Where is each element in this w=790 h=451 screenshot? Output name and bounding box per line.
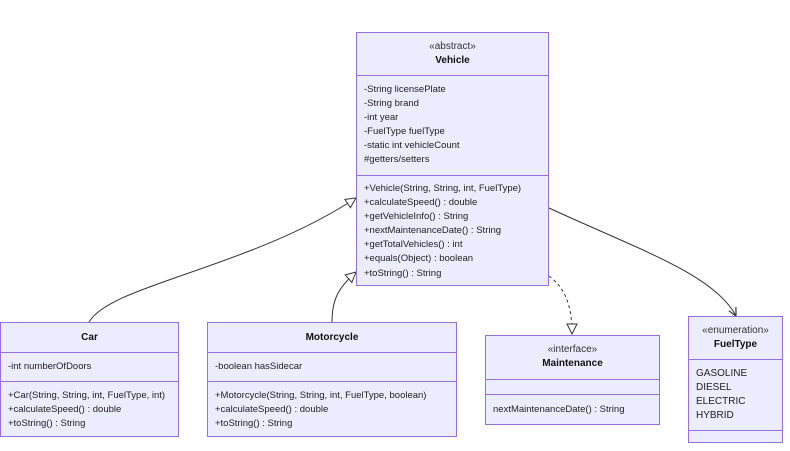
vehicle-maintenance-realization-edge [548, 275, 572, 334]
enum-value: GASOLINE [696, 368, 748, 379]
attribute: -boolean hasSidecar [215, 361, 303, 372]
method: +nextMaintenanceDate() : String [364, 225, 502, 237]
method: +calculateSpeed() : double [215, 404, 329, 416]
vehicle-stereotype: «abstract» [429, 41, 476, 52]
attribute: -int numberOfDoors [8, 361, 92, 372]
maintenance-interface-name: Maintenance [542, 358, 603, 369]
method: +Motorcycle(String, String, int, FuelTyp… [215, 390, 427, 401]
enum-value: HYBRID [696, 410, 734, 422]
method: +getVehicleInfo() : String [364, 211, 469, 223]
maintenance-methods: nextMaintenanceDate() : String [486, 394, 659, 417]
method: +toString() : String [8, 418, 86, 430]
car-methods: +Car(String, String, int, FuelType, int)… [1, 381, 178, 431]
car-vehicle-inheritance-edge [88, 198, 356, 323]
method: +equals(Object) : boolean [364, 253, 474, 265]
maintenance-attributes [486, 379, 659, 394]
fueltype-enumeration[interactable]: «enumeration» FuelType GASOLINE DIESEL E… [688, 316, 783, 443]
enum-value: ELECTRIC [696, 396, 746, 408]
vehicle-fueltype-association-edge [548, 207, 736, 316]
fueltype-enumeration-name: FuelType [713, 339, 758, 350]
method: +calculateSpeed() : double [8, 404, 122, 416]
maintenance-stereotype: «interface» [547, 344, 598, 355]
method: nextMaintenanceDate() : String [493, 404, 625, 415]
vehicle-class[interactable]: «abstract» Vehicle -String licensePlate … [356, 32, 549, 286]
method: +Car(String, String, int, FuelType, int) [8, 390, 166, 401]
vehicle-methods: +Vehicle(String, String, int, FuelType) … [357, 175, 548, 281]
vehicle-class-name: Vehicle [435, 55, 470, 66]
motorcycle-vehicle-inheritance-edge [331, 272, 356, 323]
enum-value: DIESEL [696, 382, 732, 394]
attribute: -String licensePlate [364, 84, 446, 95]
motorcycle-methods: +Motorcycle(String, String, int, FuelTyp… [208, 381, 456, 431]
car-class-name: Car [81, 332, 98, 343]
attribute: #getters/setters [364, 154, 430, 166]
vehicle-attributes: -String licensePlate -String brand -int … [357, 75, 548, 175]
method: +Vehicle(String, String, int, FuelType) [364, 183, 522, 194]
motorcycle-class-name: Motorcycle [305, 332, 359, 343]
fueltype-stereotype: «enumeration» [702, 325, 769, 336]
motorcycle-class[interactable]: Motorcycle -boolean hasSidecar +Motorcyc… [207, 322, 457, 437]
fueltype-methods [689, 430, 782, 442]
method: +toString() : String [364, 267, 442, 279]
method: +getTotalVehicles() : int [364, 239, 463, 251]
motorcycle-attributes: -boolean hasSidecar [208, 352, 456, 381]
attribute: -static int vehicleCount [364, 140, 460, 152]
maintenance-interface[interactable]: «interface» Maintenance nextMaintenanceD… [485, 335, 660, 425]
car-class[interactable]: Car -int numberOfDoors +Car(String, Stri… [0, 322, 179, 437]
attribute: -FuelType fuelType [364, 126, 445, 138]
car-attributes: -int numberOfDoors [1, 352, 178, 381]
attribute: -int year [364, 112, 399, 124]
attribute: -String brand [364, 98, 419, 110]
method: +toString() : String [215, 418, 293, 430]
method: +calculateSpeed() : double [364, 197, 478, 209]
fueltype-values: GASOLINE DIESEL ELECTRIC HYBRID [689, 359, 782, 430]
